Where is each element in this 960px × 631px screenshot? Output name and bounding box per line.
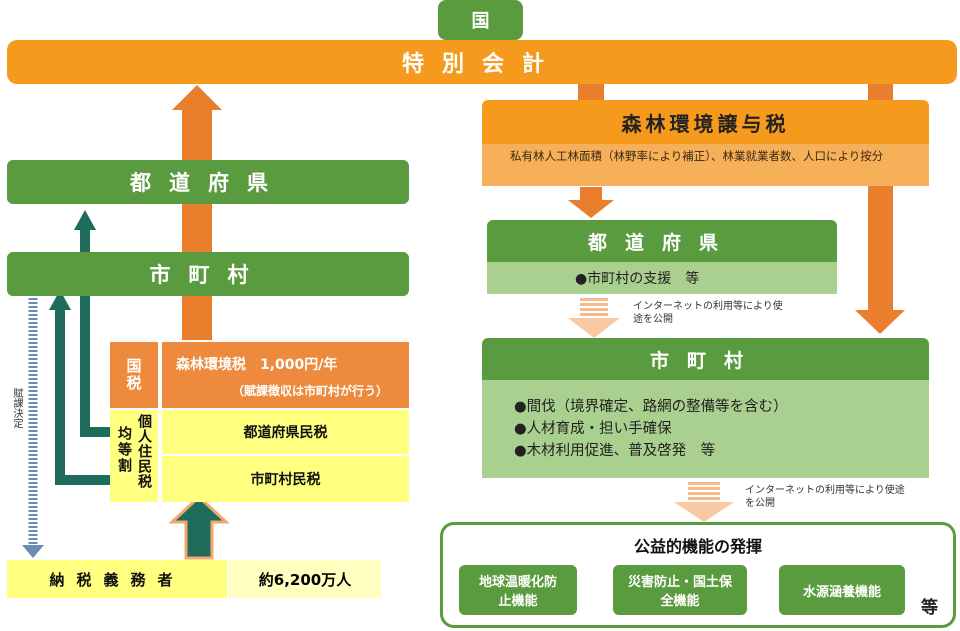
transfer-tax-box: 森林環境譲与税 (482, 100, 929, 144)
equal-share-label: 均等割 (116, 426, 132, 474)
prefectural-tax-arrow (80, 228, 112, 437)
resident-tax-label: 個人住民税 (136, 414, 152, 489)
taxpayers-count: 約6,200万人 (229, 560, 381, 598)
function-item: 災害防止・国土保全機能 (613, 565, 747, 615)
assessment-note: 賦課決定 (11, 388, 22, 428)
assessment-arrowhead (22, 545, 44, 558)
payment-arrow (168, 494, 230, 560)
public-functions-panel: 公益的機能の発揮 地球温暖化防止機能 災害防止・国土保全機能 水源涵養機能 等 (440, 522, 956, 628)
allocation-note: 私有林人工林面積（林野率により補正）、林業就業者数、人口により按分 (482, 144, 929, 186)
municipality-use-item: ●間伐（境界確定、路網の整備等を含む） (514, 399, 788, 415)
special-account-bar: 特別会計 (7, 40, 957, 84)
prefectural-tax-cell: 都道府県民税 (162, 410, 409, 454)
forest-env-tax-cell: 森林環境税 1,000円/年 （賦課徴収は市町村が行う） (162, 342, 409, 408)
municipality-use-item: ●木材利用促進、普及啓発 等 (514, 443, 716, 459)
municipal-tax-cell: 市町村民税 (162, 456, 409, 502)
disclosure-note-1: インターネットの利用等により使途を公開 (633, 301, 783, 325)
transfer-to-prefecture-arrow (568, 187, 614, 218)
resident-tax-label-cell: 均等割 個人住民税 (110, 410, 158, 502)
prefecture-use-cell: ●市町村の支援 等 (487, 262, 837, 294)
tax-to-special-account-arrow (172, 85, 222, 340)
national-tax-label: 国税 (110, 342, 158, 408)
forest-env-tax-note: （賦課徴収は市町村が行う） (232, 384, 389, 398)
prefectural-tax-arrowhead (74, 210, 96, 230)
functions-etc: 等 (921, 598, 938, 618)
disclosure-note-2: インターネットの利用等により使途を公開 (745, 485, 905, 509)
left-prefecture-box: 都道府県 (7, 160, 409, 204)
municipal-tax-arrow (55, 308, 112, 485)
municipal-tax-arrowhead (49, 290, 71, 310)
public-functions-title: 公益的機能の発揮 (633, 537, 762, 556)
municipality-use-item: ●人材育成・担い手確保 (514, 421, 672, 437)
municipality-to-functions-arrow (674, 482, 734, 522)
left-municipality-box: 市町村 (7, 252, 409, 296)
national-box: 国 (438, 0, 523, 40)
right-prefecture-box: 都道府県 (487, 220, 837, 262)
forest-env-tax-text: 森林環境税 1,000円/年 (176, 357, 338, 373)
function-item: 水源涵養機能 (779, 565, 905, 615)
municipality-uses-cell: ●間伐（境界確定、路網の整備等を含む） ●人材育成・担い手確保 ●木材利用促進、… (482, 380, 929, 478)
prefecture-to-municipality-arrow (568, 298, 620, 338)
function-item: 地球温暖化防止機能 (459, 565, 577, 615)
taxpayers-label: 納税義務者 (7, 560, 227, 598)
right-municipality-box: 市町村 (482, 338, 929, 380)
special-to-transfer-connector (578, 82, 604, 102)
